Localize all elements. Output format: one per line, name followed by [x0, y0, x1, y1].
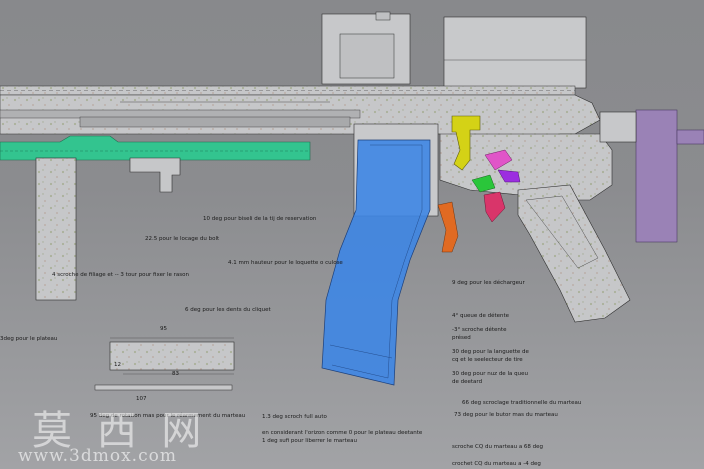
length-bar	[94, 384, 233, 391]
dimension-height-left: 12	[114, 362, 121, 368]
annotation-text: 4 scroche de filiage et -- 3 tour pour f…	[52, 272, 189, 278]
annotation-text: en considerant l'orizon comme 0 pour le …	[262, 430, 423, 436]
annotation-text: 4° queue de détente	[452, 313, 510, 319]
magazine	[321, 139, 431, 386]
watermark-url: www.3dmox.com	[18, 446, 177, 466]
annotation-text: -3° scroche détente	[452, 327, 507, 333]
pistol-grip	[517, 184, 631, 323]
plate-part	[109, 337, 235, 375]
annotation-text: 10 deg pour biseli de la tij de reservat…	[203, 216, 317, 222]
annotation-text: 66 deg scroclage traditionnelle du marte…	[462, 400, 582, 406]
annotation-text: présed	[452, 335, 471, 341]
top-rail	[0, 85, 576, 96]
annotation-text: 30 deg pour la languette de	[452, 349, 529, 355]
annotation-text: 6 deg pour les dents du cliquet	[185, 307, 271, 313]
barrel-lug	[129, 157, 181, 193]
annotation-text: 1.3 deg scroch full auto	[262, 414, 327, 420]
annotation-text: 9 deg pour les déchargeur	[452, 280, 525, 286]
annotation-text: 30 deg pour nuz de la queu	[452, 371, 528, 377]
annotation-text: 4.1 mm hauteur pour le loquette o culose	[228, 260, 343, 266]
dimension-width-top: 95	[160, 326, 167, 332]
annotation-text: 22.5 pour le locage du bolt	[145, 236, 220, 242]
dimension-width-bottom: 83	[172, 371, 179, 377]
rear-sight	[443, 16, 587, 89]
annotation-text: de deetard	[452, 379, 483, 385]
annotation-text: 3deg pour le plateau	[0, 336, 58, 342]
annotation-text: scroche CQ du marteau a 68 deg	[452, 444, 544, 450]
annotation-text: 95 deg de rotation mas pour le réarmemen…	[90, 413, 246, 419]
handguard	[0, 135, 311, 161]
annotation-text: 1 deg sufi pour liberrer le marteau	[262, 438, 357, 444]
dimension-length-bar: 107	[136, 396, 147, 402]
annotation-text: cq et le seelecteur de tire	[452, 357, 523, 363]
front-grip	[35, 157, 77, 301]
watermark-logo: 莫 西 网	[32, 408, 208, 454]
optic-mount	[321, 11, 411, 85]
trigger-assembly	[437, 115, 521, 253]
stock-block	[599, 109, 704, 243]
annotation-text: crochet CQ du marteau a -4 deg	[452, 461, 541, 467]
annotation-text: 73 deg pour le butor mas du marteau	[454, 412, 558, 418]
